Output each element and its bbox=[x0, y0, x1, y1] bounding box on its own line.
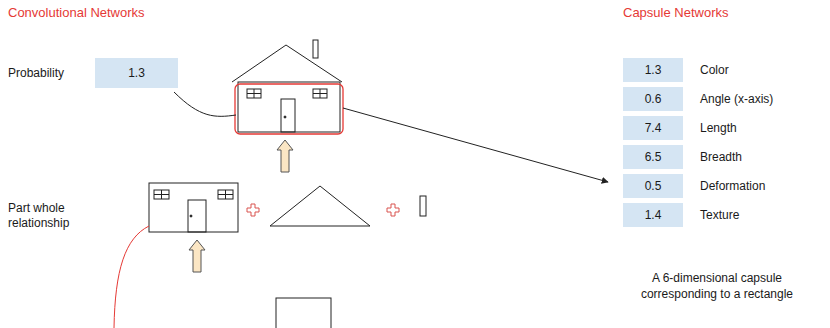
up-arrow bbox=[189, 240, 205, 272]
window bbox=[154, 190, 169, 199]
annotation: Part whole relationship bbox=[8, 201, 100, 231]
value-box: 1.3 bbox=[95, 58, 178, 88]
plus-symbol bbox=[387, 204, 399, 216]
door bbox=[188, 200, 206, 232]
attribute-name: Color bbox=[700, 63, 729, 77]
value-box: 0.6 bbox=[623, 87, 683, 111]
capsule-value: 7.4Length bbox=[623, 116, 683, 140]
attribute-name: Angle (x-axis) bbox=[700, 92, 773, 106]
value-box: 0.5 bbox=[623, 174, 683, 198]
window bbox=[218, 190, 233, 199]
house-body bbox=[238, 82, 340, 132]
up-arrow bbox=[277, 140, 293, 172]
roof-triangle bbox=[270, 186, 370, 226]
attribute-name: Deformation bbox=[700, 179, 765, 193]
value-box: 1.3 bbox=[623, 58, 683, 82]
window-cross bbox=[154, 190, 169, 199]
rectangle-part bbox=[276, 298, 331, 328]
plus-symbol bbox=[247, 204, 259, 216]
house-drawing bbox=[232, 40, 342, 132]
capsule-value: 0.5Deformation bbox=[623, 174, 683, 198]
attribute-name: Breadth bbox=[700, 150, 742, 164]
section-title: Capsule Networks bbox=[623, 5, 729, 20]
window-cross bbox=[218, 190, 233, 199]
capsule-value: 6.5Breadth bbox=[623, 145, 683, 169]
highlight-outline bbox=[235, 84, 343, 134]
capsule-value: 0.6Angle (x-axis) bbox=[623, 87, 683, 111]
node-heading: Probability bbox=[8, 66, 64, 80]
door-knob bbox=[284, 116, 286, 118]
chimney bbox=[420, 196, 426, 216]
leader-line bbox=[114, 226, 149, 328]
door bbox=[281, 99, 295, 132]
window bbox=[247, 89, 261, 98]
section-title: Convolutional Networks bbox=[8, 5, 145, 20]
leader-line bbox=[174, 92, 236, 116]
window-cross bbox=[313, 89, 327, 98]
attribute-name: Length bbox=[700, 121, 737, 135]
window bbox=[313, 89, 327, 98]
probability-node: Probability1.3 bbox=[95, 58, 178, 88]
window-cross bbox=[247, 89, 261, 98]
value-box: 1.4 bbox=[623, 203, 683, 227]
house-body bbox=[149, 183, 238, 232]
figure-caption: A 6-dimensional capsule corresponding to… bbox=[632, 270, 802, 302]
leader-arrow bbox=[343, 108, 608, 182]
capsule-value: 1.4Texture bbox=[623, 203, 683, 227]
attribute-name: Texture bbox=[700, 208, 739, 222]
capsule-value: 1.3Color bbox=[623, 58, 683, 82]
value-box: 6.5 bbox=[623, 145, 683, 169]
value-box: 7.4 bbox=[623, 116, 683, 140]
parts-drawing bbox=[149, 183, 426, 232]
chimney bbox=[313, 40, 318, 58]
roof bbox=[232, 45, 342, 82]
door-knob bbox=[190, 215, 192, 217]
